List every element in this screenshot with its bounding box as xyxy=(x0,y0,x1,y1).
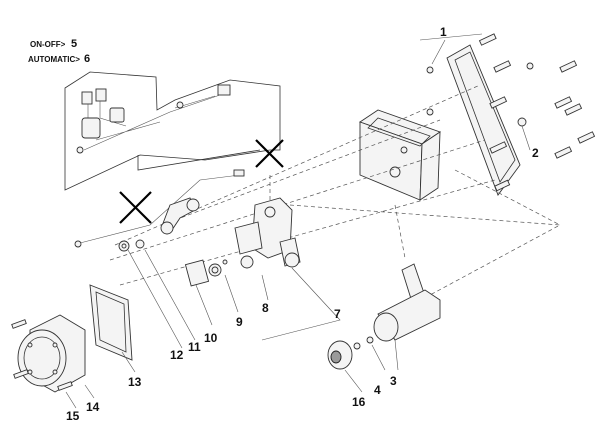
automatic-mode-label: AUTOMATIC> 6 xyxy=(28,53,90,65)
callout-7: 7 xyxy=(334,307,341,321)
inset-connector-line xyxy=(137,149,261,171)
svg-text:AUTOMATIC>: AUTOMATIC> xyxy=(28,55,80,64)
callout-14: 14 xyxy=(86,400,100,414)
sensor-housing xyxy=(17,314,86,393)
svg-text:5: 5 xyxy=(71,38,77,50)
callout-11: 11 xyxy=(188,340,201,354)
callout-4: 4 xyxy=(374,383,381,397)
sensor-cable xyxy=(74,169,245,248)
valve-body xyxy=(234,197,301,269)
callout-10: 10 xyxy=(204,331,218,345)
callout-16: 16 xyxy=(352,395,366,409)
callout-15: 15 xyxy=(66,409,80,423)
cross-mark-top xyxy=(255,139,284,168)
callout-9: 9 xyxy=(236,315,243,329)
callout-1: 1 xyxy=(440,25,447,39)
callout-numbers: 1 2 3 4 7 8 9 10 11 12 13 14 15 16 xyxy=(66,25,539,423)
callout-2: 2 xyxy=(532,146,539,160)
svg-text:6: 6 xyxy=(84,53,90,65)
junction-box xyxy=(359,109,441,201)
housing-screws xyxy=(11,319,73,391)
callout-12: 12 xyxy=(170,348,184,362)
on-off-mode-label: ON-OFF> 5 xyxy=(30,38,77,50)
elbow-fitting xyxy=(160,197,200,235)
svg-text:ON-OFF>: ON-OFF> xyxy=(30,40,66,49)
push-button-cap xyxy=(327,340,353,370)
cross-mark-left xyxy=(119,191,152,224)
wall-plate xyxy=(446,44,521,196)
wiring-inset xyxy=(64,71,281,191)
callout-8: 8 xyxy=(262,301,269,315)
front-cover-plate xyxy=(89,284,133,361)
callout-3: 3 xyxy=(390,374,397,388)
callout-13: 13 xyxy=(128,375,142,389)
leader-lines xyxy=(65,33,531,409)
spout-assembly xyxy=(353,263,441,350)
valve-fittings xyxy=(118,239,228,287)
